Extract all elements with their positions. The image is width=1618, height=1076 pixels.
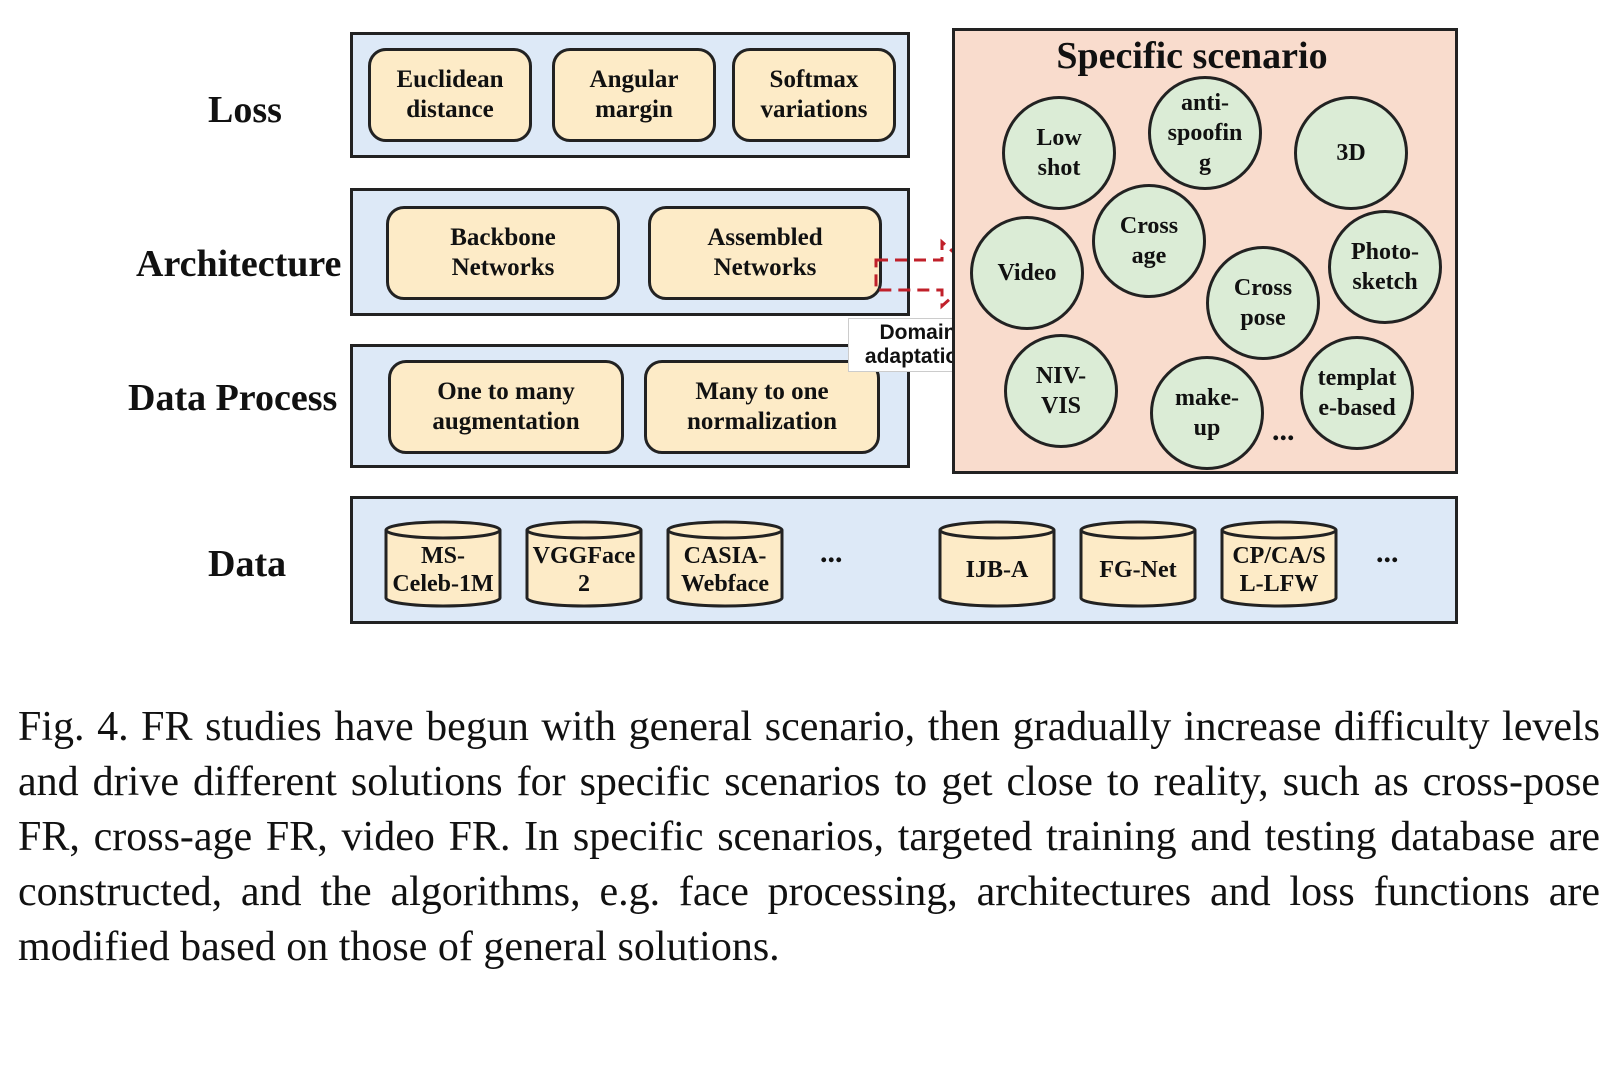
datasets-ellipsis-right: ... [1376, 536, 1399, 569]
architecture-box-backbone: Backbone Networks [386, 206, 620, 300]
dataset-label: MS- Celeb-1M [392, 543, 494, 597]
specific-scenario-title: Specific scenario [1056, 35, 1328, 77]
scenario-anti-spoofing: anti- spoofin g [1148, 76, 1262, 190]
dataset-label: CP/CA/S L-LFW [1232, 543, 1326, 597]
dataset-cp-ca-sl-lfw: CP/CA/S L-LFW [1220, 520, 1338, 608]
row-label-loss: Loss [208, 89, 282, 131]
dataset-vggface2: VGGFace 2 [525, 520, 643, 608]
loss-box-softmax: Softmax variations [732, 48, 896, 142]
loss-box-euclidean: Euclidean distance [368, 48, 532, 142]
scenario-niv-vis: NIV- VIS [1004, 334, 1118, 448]
scenario-more-ellipsis: ... [1272, 414, 1295, 447]
scenario-low-shot: Low shot [1002, 96, 1116, 210]
row-label-architecture: Architecture [136, 243, 342, 285]
dataset-fg-net: FG-Net [1079, 520, 1197, 608]
scenario-cross-pose: Cross pose [1206, 246, 1320, 360]
loss-box-angular: Angular margin [552, 48, 716, 142]
dataset-label: FG-Net [1099, 557, 1177, 583]
scenario-make-up: make- up [1150, 356, 1264, 470]
figure-caption: Fig. 4. FR studies have begun with gener… [18, 704, 1600, 970]
dataset-label: CASIA- Webface [681, 543, 769, 597]
row-label-data: Data [208, 543, 287, 585]
scenario-template-based: templat e-based [1300, 336, 1414, 450]
architecture-box-assembled: Assembled Networks [648, 206, 882, 300]
dataset-ijb-a: IJB-A [938, 520, 1056, 608]
scenario-photo-sketch: Photo- sketch [1328, 210, 1442, 324]
dataset-casia-webface: CASIA- Webface [666, 520, 784, 608]
dataset-label: IJB-A [965, 557, 1029, 583]
dataset-ms-celeb-1m: MS- Celeb-1M [384, 520, 502, 608]
row-label-data-process: Data Process [128, 377, 338, 419]
datasets-ellipsis-left: ... [820, 536, 843, 569]
data-process-box-many-to-one: Many to one normalization [644, 360, 880, 454]
data-process-box-one-to-many: One to many augmentation [388, 360, 624, 454]
scenario-cross-age: Cross age [1092, 184, 1206, 298]
scenario-video: Video [970, 216, 1084, 330]
dataset-label: VGGFace 2 [532, 543, 636, 597]
scenario-3d: 3D [1294, 96, 1408, 210]
